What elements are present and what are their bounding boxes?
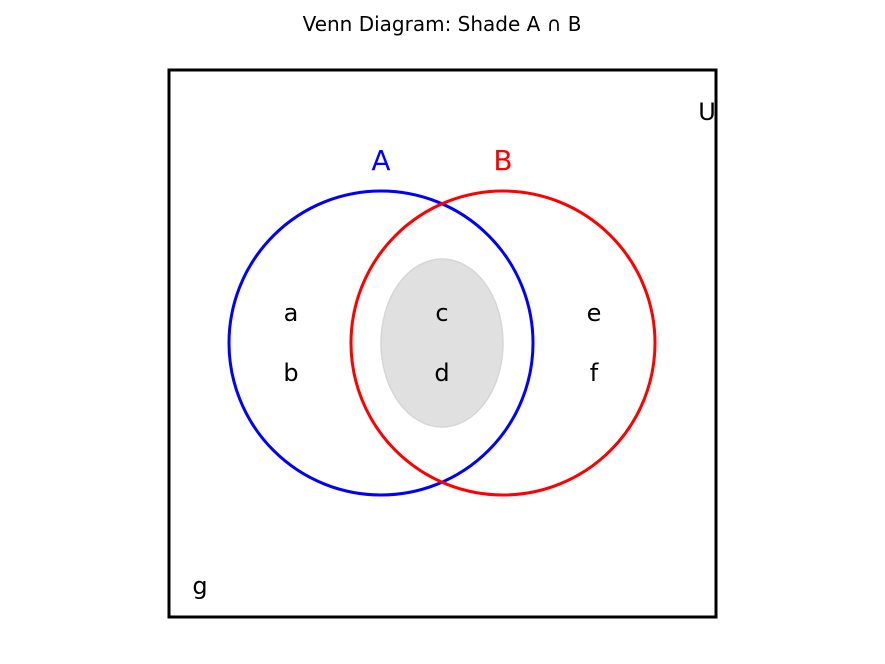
element-outside: g	[192, 572, 207, 600]
element-only-b: e	[587, 299, 602, 327]
element-only-b: f	[590, 359, 599, 387]
element-only-a: b	[283, 359, 298, 387]
set-a-circle	[227, 189, 535, 497]
intersection-shading	[380, 258, 504, 428]
figure-title: Venn Diagram: Shade A ∩ B	[303, 12, 582, 36]
element-only-a: a	[284, 299, 299, 327]
element-a-and-b: d	[434, 359, 449, 387]
set-b-circle	[349, 189, 657, 497]
set-a-label: A	[371, 144, 390, 177]
universe-label: U	[698, 98, 716, 126]
set-b-label: B	[493, 144, 512, 177]
element-a-and-b: c	[435, 299, 448, 327]
universe-rectangle	[167, 68, 718, 619]
